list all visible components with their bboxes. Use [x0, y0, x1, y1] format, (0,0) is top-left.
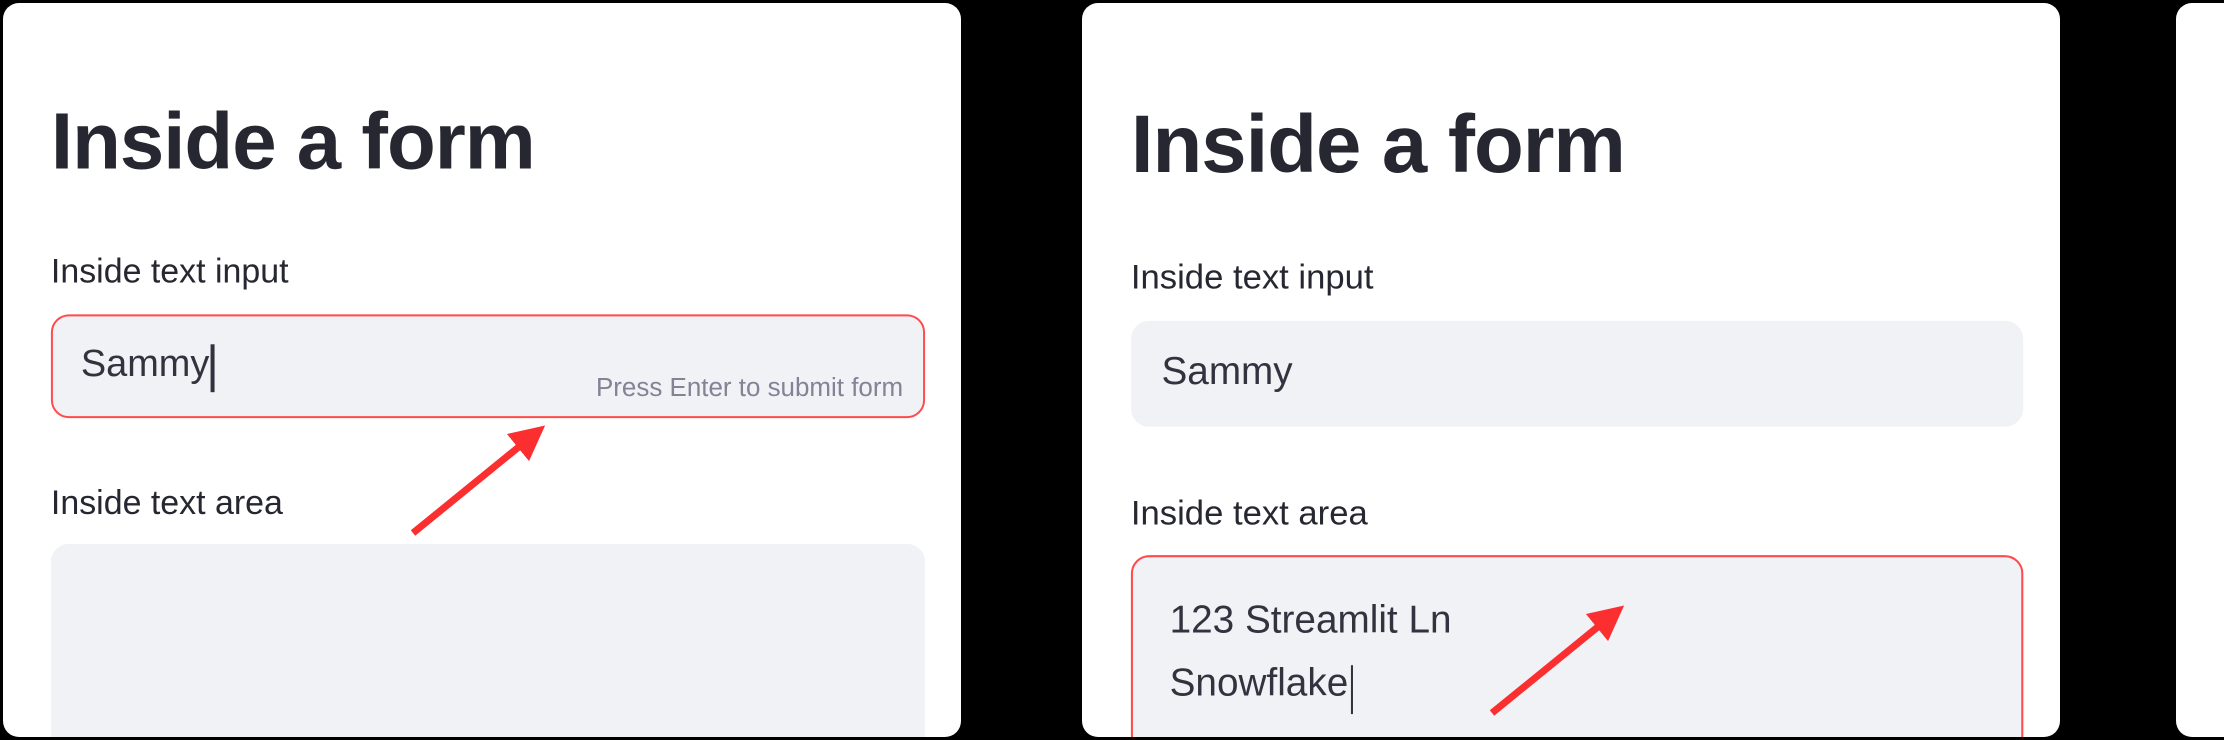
text-area-field: Inside text area — [50, 477, 926, 737]
form-panel-cmd-enter-variant: Inside a form Inside text input Sammy In… — [1082, 3, 2060, 737]
text-input-value: Sammy — [1161, 351, 1293, 395]
text-area-label: Inside text area — [50, 482, 283, 521]
text-area-label: Inside text area — [1130, 493, 1368, 532]
text-input-label: Inside text input — [1130, 257, 1374, 297]
text-input[interactable]: Sammy Press Enter to submit form — [50, 313, 926, 418]
text-input-label: Inside text input — [50, 252, 289, 291]
text-input-field: Inside text input Sammy — [1130, 252, 2024, 426]
text-input-value: Sammy — [80, 344, 210, 387]
text-area-field: Inside text area 123 Streamlit Ln Snowfl… — [1130, 487, 2024, 737]
page-title: Inside a form — [1130, 100, 1626, 191]
text-input[interactable]: Sammy — [1130, 319, 2024, 426]
text-caret — [211, 343, 215, 392]
form-panel-enter-variant: Inside a form Inside text input Sammy Pr… — [3, 3, 961, 737]
text-area[interactable] — [50, 543, 926, 737]
text-input-submit-hint: Press Enter to submit form — [595, 372, 904, 403]
text-caret — [1350, 665, 1354, 715]
text-area[interactable]: 123 Streamlit Ln Snowflake Press ⌘+Enter… — [1130, 555, 2024, 737]
page-title: Inside a form — [50, 98, 536, 187]
form-panel-ctrl-enter-variant: Inside a form Inside text input Sammy In… — [2176, 3, 2224, 737]
text-input-field: Inside text input Sammy Press Enter to s… — [50, 246, 926, 418]
text-area-value: 123 Streamlit Ln Snowflake — [1169, 599, 1452, 707]
